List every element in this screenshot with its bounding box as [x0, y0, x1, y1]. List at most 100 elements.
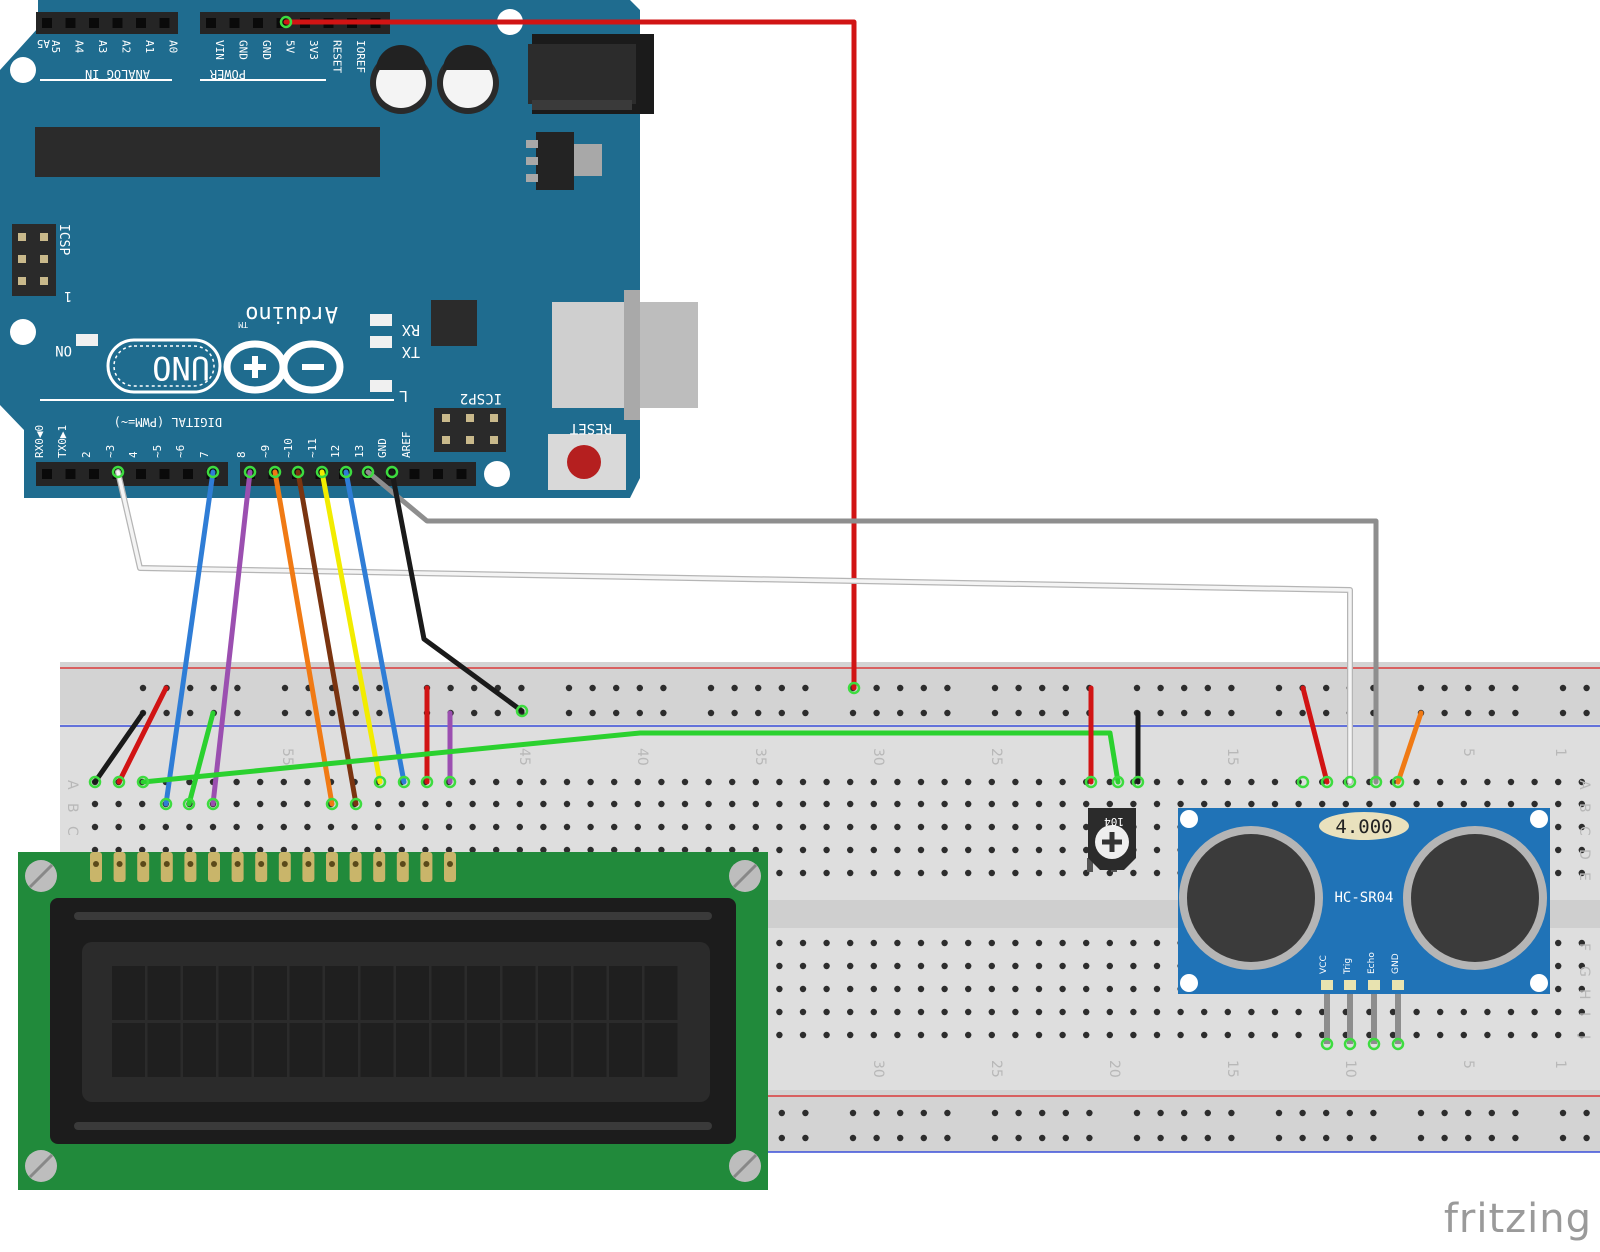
breadboard-hole — [1295, 1031, 1302, 1039]
wire-endpoint — [1111, 775, 1125, 789]
lcd-char-cell — [538, 966, 571, 1020]
lcd-screw — [729, 1150, 761, 1182]
header-pin — [253, 18, 263, 28]
rail-hole — [1583, 1134, 1590, 1142]
breadboard-hole — [1248, 778, 1255, 786]
breadboard-hole — [941, 778, 948, 786]
breadboard-hole — [965, 846, 972, 854]
atmega-chip — [35, 127, 380, 177]
breadboard-hole — [917, 1008, 925, 1016]
breadboard-hole — [988, 778, 995, 786]
wire-endpoint — [291, 465, 305, 479]
breadboard-hole — [516, 778, 523, 786]
rail-hole — [1417, 1109, 1425, 1117]
rail-hole — [755, 684, 762, 692]
col-num: 55 — [279, 748, 295, 766]
wire-endpoint — [349, 797, 363, 811]
col-num: 5 — [1460, 748, 1476, 757]
col-num: 30 — [870, 1060, 886, 1078]
rail-hole — [1181, 684, 1188, 692]
breadboard-hole — [965, 985, 972, 993]
wire-endpoint — [1084, 775, 1098, 789]
analog-pin-label: A1 — [143, 40, 156, 53]
rail-hole — [1441, 684, 1448, 692]
breadboard-hole — [233, 846, 240, 854]
breadboard-hole — [634, 823, 641, 831]
breadboard-hole — [823, 823, 830, 831]
rail-hole — [589, 709, 596, 717]
lcd-char-cell — [467, 966, 500, 1020]
breadboard-hole — [563, 778, 571, 786]
rail-hole — [1157, 1109, 1164, 1117]
rail-hole — [1465, 1109, 1472, 1117]
sensor-pin-leg — [1395, 994, 1401, 1044]
wire-endpoint — [397, 775, 411, 789]
power-label: POWER — [209, 67, 246, 81]
rail-hole — [1441, 709, 1448, 717]
rail-hole — [920, 709, 927, 717]
wire-endpoint — [206, 797, 220, 811]
wire-white-trig-inner — [116, 470, 1352, 784]
rail-hole — [281, 684, 289, 692]
power-pin-label: 3V3 — [307, 40, 320, 60]
lcd-pin-header — [90, 852, 456, 882]
breadboard-hole — [1153, 823, 1161, 831]
lcd-char-cell — [644, 1023, 678, 1077]
wire-endpoint — [847, 681, 861, 695]
header-pin — [65, 18, 76, 28]
breadboard-hole — [375, 846, 382, 854]
rail-hole — [849, 1134, 857, 1142]
rail-hole — [1204, 709, 1212, 717]
breadboard-hole — [1389, 1008, 1397, 1016]
breadboard-hole — [1248, 1031, 1255, 1039]
breadboard-hole — [1437, 1008, 1444, 1016]
rail-hole — [305, 709, 312, 717]
rail-hole — [1512, 684, 1519, 692]
lcd-char-cell — [502, 1023, 536, 1077]
column-numbers-top: 55 45 40 35 30 25 15 5 1 — [279, 748, 1568, 766]
breadboard-hole — [1083, 939, 1090, 947]
rail-hole — [1062, 1134, 1070, 1142]
l-led — [370, 380, 392, 392]
breadboard-hole — [681, 823, 689, 831]
breadboard-hole — [587, 778, 594, 786]
breadboard-hole — [965, 1008, 972, 1016]
breadboard-hole — [1083, 823, 1090, 831]
breadboard-hole — [304, 778, 311, 786]
rail-hole — [802, 1134, 809, 1142]
breadboard-hole — [847, 846, 854, 854]
breadboard-hole — [1319, 1008, 1326, 1016]
breadboard-hole — [1555, 962, 1562, 970]
breadboard-hole — [139, 800, 146, 808]
potentiometer[interactable]: 104 — [1087, 808, 1136, 872]
rail-hole — [187, 684, 194, 692]
col-num: 10 — [1342, 1060, 1358, 1078]
lcd-char-cell — [609, 1023, 642, 1077]
rail-hole — [849, 709, 857, 717]
breadboard-hole — [799, 778, 807, 786]
breadboard-hole — [257, 846, 264, 854]
wire-red-sensor — [1300, 685, 1330, 785]
wire-blue-pin7 — [163, 469, 216, 807]
wire-endpoints — [88, 15, 1405, 1051]
rail-hole — [1275, 1109, 1283, 1117]
breadboard-hole — [1083, 1031, 1090, 1039]
breadboard-hole — [1578, 869, 1586, 877]
breadboard-hole — [941, 800, 948, 808]
rail-hole — [778, 684, 785, 692]
breadboard-hole — [1578, 962, 1586, 970]
wire-endpoint — [443, 775, 457, 789]
reset-button[interactable] — [548, 434, 626, 490]
rail-hole — [636, 709, 643, 717]
breadboard-hole — [563, 800, 571, 808]
lcd-char-cell — [360, 1023, 394, 1077]
breadboard-hole — [1555, 985, 1562, 993]
header-pin — [112, 18, 123, 28]
rail-hole — [281, 709, 289, 717]
rail-hole — [660, 684, 667, 692]
breadboard-hole — [1578, 800, 1586, 808]
breadboard-hole — [469, 800, 476, 808]
breadboard-hole — [280, 800, 287, 808]
sensor-pin-pad — [1368, 980, 1380, 990]
breadboard-hole — [1271, 800, 1279, 808]
